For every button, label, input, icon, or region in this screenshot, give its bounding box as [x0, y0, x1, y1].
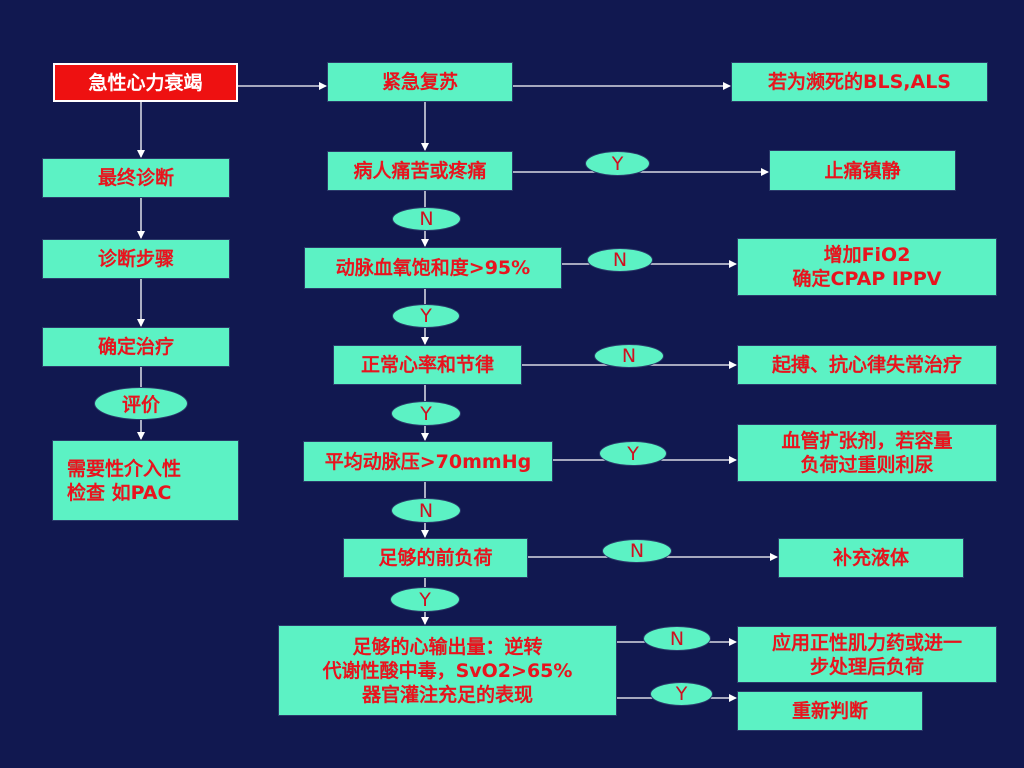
decision-preload-no: N — [602, 539, 672, 563]
map-box: 平均动脉压>70mmHg — [303, 441, 553, 482]
preload-box: 足够的前负荷 — [343, 538, 528, 578]
decision-pain-no: N — [392, 207, 461, 231]
final-diagnosis-box: 最终诊断 — [42, 158, 230, 198]
decision-spo2-yes: Y — [392, 304, 460, 328]
resuscitation-box: 紧急复苏 — [327, 62, 513, 102]
decision-pain-yes: Y — [585, 151, 650, 176]
invasive-check-box: 需要性介入性 检查 如PAC — [52, 440, 239, 521]
diagnostic-steps-box: 诊断步骤 — [42, 239, 230, 279]
start-acute-heart-failure: 急性心力衰竭 — [53, 63, 238, 102]
decision-rhythm-no: N — [594, 344, 664, 368]
bls-als-box: 若为濒死的BLS,ALS — [731, 62, 988, 102]
cardiac-output-box: 足够的心输出量：逆转 代谢性酸中毒，SvO2>65% 器官灌注充足的表现 — [278, 625, 617, 716]
reassess-box: 重新判断 — [737, 691, 923, 731]
analgesia-box: 止痛镇静 — [769, 150, 956, 191]
confirm-treatment-box: 确定治疗 — [42, 327, 230, 367]
decision-preload-yes: Y — [390, 587, 460, 612]
decision-map-yes: Y — [599, 441, 667, 466]
decision-output-yes: Y — [650, 682, 713, 706]
inotropes-box: 应用正性肌力药或进一 步处理后负荷 — [737, 626, 997, 683]
pacing-box: 起搏、抗心律失常治疗 — [737, 345, 997, 385]
decision-output-no: N — [643, 626, 711, 651]
pain-distress-box: 病人痛苦或疼痛 — [327, 151, 513, 191]
decision-rhythm-yes: Y — [391, 401, 461, 426]
decision-spo2-no: N — [587, 248, 653, 272]
vasodilator-box: 血管扩张剂，若容量 负荷过重则利尿 — [737, 424, 997, 482]
fluids-box: 补充液体 — [778, 538, 964, 578]
spo2-box: 动脉血氧饱和度>95% — [304, 247, 562, 289]
evaluation-pill: 评价 — [94, 387, 188, 420]
decision-map-no: N — [391, 498, 461, 523]
heart-rhythm-box: 正常心率和节律 — [333, 345, 522, 385]
oxygen-box: 增加FiO2 确定CPAP IPPV — [737, 238, 997, 296]
